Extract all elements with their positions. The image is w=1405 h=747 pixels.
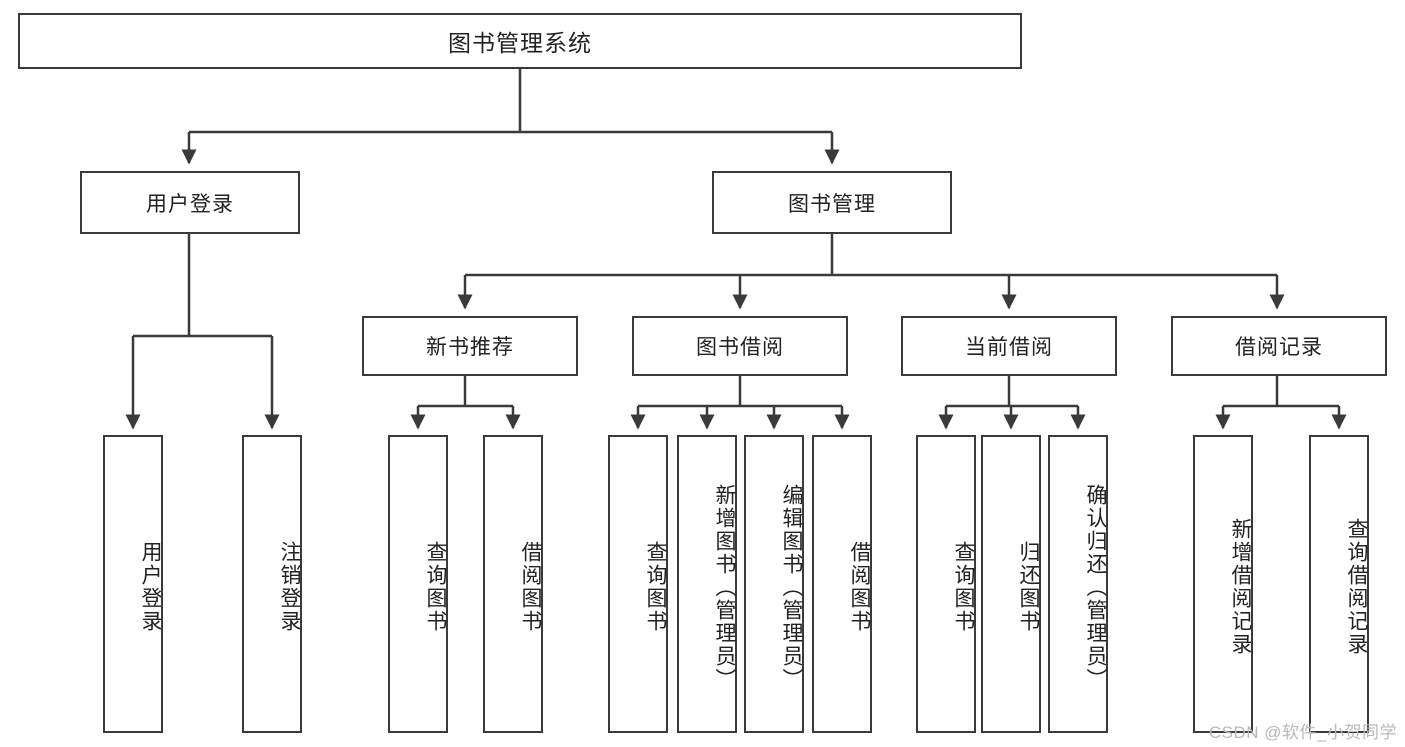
node-current-borrow[interactable]: 当前借阅 (901, 316, 1117, 376)
node-label: 查询借阅记录 (1345, 518, 1368, 656)
leaf-current-borrow-confirm-return[interactable]: 确认归还（管理员） (1048, 435, 1108, 733)
node-label: 借阅图书 (848, 541, 871, 633)
leaf-new-book-query[interactable]: 查询图书 (388, 435, 448, 733)
node-label: 当前借阅 (965, 336, 1053, 359)
leaf-user-login-logout[interactable]: 注销登录 (242, 435, 302, 733)
leaf-borrow-record-add[interactable]: 新增借阅记录 (1193, 435, 1253, 733)
node-root-system[interactable]: 图书管理系统 (18, 13, 1022, 69)
node-user-login[interactable]: 用户登录 (80, 171, 300, 234)
node-label: 用户登录 (139, 541, 162, 633)
node-label: 查询图书 (952, 541, 975, 633)
node-label: 归还图书 (1017, 541, 1040, 633)
node-label: 借阅记录 (1235, 336, 1323, 359)
leaf-book-borrow-add[interactable]: 新增图书（管理员） (677, 435, 737, 733)
node-book-borrow[interactable]: 图书借阅 (632, 316, 848, 376)
node-label: 注销登录 (278, 541, 301, 633)
node-label: 新增图书（管理员） (713, 483, 736, 691)
leaf-current-borrow-return[interactable]: 归还图书 (981, 435, 1041, 733)
node-label: 查询图书 (644, 541, 667, 633)
node-label: 新增借阅记录 (1229, 518, 1252, 656)
leaf-book-borrow-edit[interactable]: 编辑图书（管理员） (744, 435, 804, 733)
node-label: 图书管理 (788, 192, 876, 216)
watermark-text: CSDN @软件_小贺同学 (1208, 723, 1397, 742)
leaf-user-login-login[interactable]: 用户登录 (103, 435, 163, 733)
leaf-borrow-record-query[interactable]: 查询借阅记录 (1309, 435, 1369, 733)
leaf-book-borrow-query[interactable]: 查询图书 (608, 435, 668, 733)
node-label: 新书推荐 (426, 336, 514, 359)
node-new-book-recommend[interactable]: 新书推荐 (362, 316, 578, 376)
node-label: 借阅图书 (519, 541, 542, 633)
leaf-new-book-borrow[interactable]: 借阅图书 (483, 435, 543, 733)
node-label: 图书借阅 (696, 336, 784, 359)
node-label: 编辑图书（管理员） (780, 483, 803, 691)
node-label: 图书管理系统 (448, 30, 592, 56)
node-label: 用户登录 (146, 192, 234, 216)
leaf-current-borrow-query[interactable]: 查询图书 (916, 435, 976, 733)
node-label: 查询图书 (424, 541, 447, 633)
node-label: 确认归还（管理员） (1084, 483, 1107, 691)
node-book-management[interactable]: 图书管理 (712, 171, 952, 234)
node-borrow-record[interactable]: 借阅记录 (1171, 316, 1387, 376)
leaf-book-borrow-lend[interactable]: 借阅图书 (812, 435, 872, 733)
